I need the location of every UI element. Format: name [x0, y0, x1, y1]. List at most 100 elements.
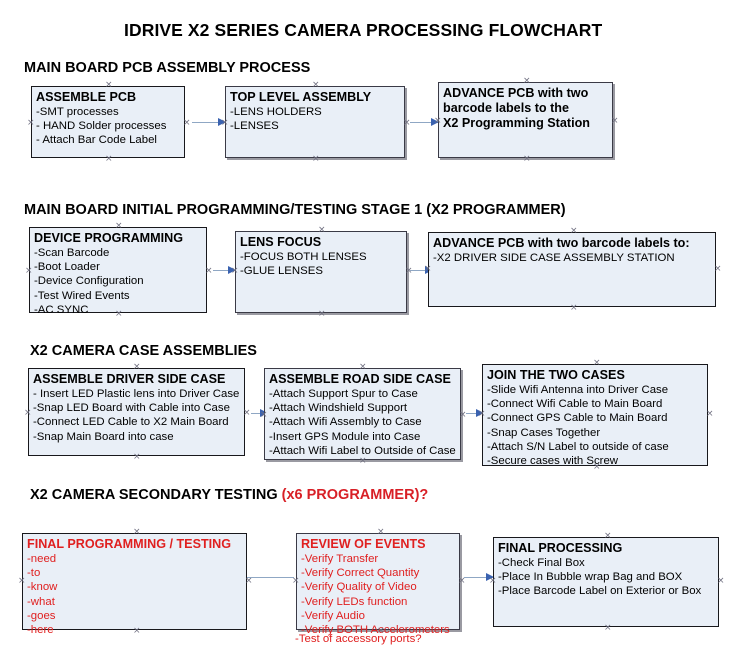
connector-handle-top[interactable]	[523, 78, 530, 85]
box-title: DEVICE PROGRAMMING	[34, 231, 184, 245]
box-line: -Device Configuration	[34, 275, 144, 288]
box-line: -what	[27, 595, 55, 608]
connector-handle-bottom[interactable]	[570, 305, 577, 312]
connector-handle-top[interactable]	[604, 533, 611, 540]
connector-handle-right[interactable]	[459, 412, 466, 419]
connector-handle-bottom[interactable]	[318, 311, 325, 318]
connector-handle-bottom[interactable]	[133, 628, 140, 635]
arrow-shaft	[251, 413, 267, 415]
box-title: ADVANCE PCB with two barcode labels to:	[433, 236, 690, 250]
box-assemble-driver-side-case[interactable]: ASSEMBLE DRIVER SIDE CASE - Insert LED P…	[28, 368, 245, 456]
box-line: -Snap LED Board with Cable into Case	[33, 402, 230, 415]
box-line: -to	[27, 567, 41, 580]
box-title: REVIEW OF EVENTS	[301, 537, 426, 551]
connector-handle-left[interactable]	[292, 578, 299, 585]
box-title: FINAL PROGRAMMING / TESTING	[27, 537, 232, 551]
box-final-processing[interactable]: FINAL PROCESSING -Check Final Box -Place…	[493, 537, 719, 627]
connector-handle-left[interactable]	[25, 268, 32, 275]
box-line: -Slide Wifi Antenna into Driver Case	[487, 384, 669, 396]
box-title: ADVANCE PCB with two	[443, 86, 589, 100]
connector-handle-top[interactable]	[593, 360, 600, 367]
box-title: FINAL PROCESSING	[498, 541, 623, 555]
connector-handle-left[interactable]	[489, 578, 496, 585]
arrow-shaft	[464, 577, 493, 579]
connector-handle-left[interactable]	[260, 412, 267, 419]
connector-handle-right[interactable]	[243, 410, 250, 417]
connector-handle-top[interactable]	[105, 82, 112, 89]
connector-handle-left[interactable]	[478, 411, 485, 418]
box-line: -Boot Loader	[34, 261, 100, 274]
box-line: -Connect LED Cable to X2 Main Board	[33, 416, 229, 429]
box-line: -Test Wired Events	[34, 289, 130, 302]
connector-handle-bottom[interactable]	[105, 156, 112, 163]
box-line: -Place Barcode Label on Exterior or Box	[498, 585, 702, 598]
connector-handle-right[interactable]	[717, 578, 724, 585]
box-title-line-3: X2 Programming Station	[443, 116, 590, 130]
box-line: -FOCUS BOTH LENSES	[240, 251, 367, 263]
box-line: -Connect GPS Cable to Main Board	[487, 412, 668, 425]
connector-handle-left[interactable]	[221, 120, 228, 127]
connector-handle-bottom[interactable]	[593, 464, 600, 471]
box-final-programming-testing[interactable]: FINAL PROGRAMMING / TESTING -need -to -k…	[22, 533, 247, 636]
box-title: ASSEMBLE ROAD SIDE CASE	[269, 372, 451, 386]
box-title: JOIN THE TWO CASES	[487, 368, 625, 382]
box-line: -Verify BOTH Accelerometers	[301, 624, 450, 637]
connector-handle-left[interactable]	[27, 120, 34, 127]
box-advance-pcb-x2-programming-station[interactable]: ADVANCE PCB with two barcode labels to t…	[438, 82, 613, 158]
connector-handle-right[interactable]	[714, 266, 721, 273]
connector-handle-top[interactable]	[377, 529, 384, 536]
box-line: -Connect Wifi Cable to Main Board	[487, 398, 663, 411]
box-line: -know	[27, 581, 58, 594]
box-title: ASSEMBLE DRIVER SIDE CASE	[33, 372, 226, 386]
box-line: -Place In Bubble wrap Bag and BOX	[498, 571, 683, 584]
connector-handle-left[interactable]	[434, 118, 441, 125]
box-advance-pcb-driver-side-case[interactable]: ADVANCE PCB with two barcode labels to: …	[428, 232, 716, 307]
connector-handle-bottom[interactable]	[377, 628, 384, 635]
box-join-the-two-cases[interactable]: JOIN THE TWO CASES -Slide Wifi Antenna i…	[482, 364, 708, 468]
connector-handle-top[interactable]	[312, 82, 319, 89]
box-device-programming[interactable]: DEVICE PROGRAMMING -Scan Barcode -Boot L…	[29, 227, 207, 316]
connector-handle-top[interactable]	[318, 227, 325, 234]
arrow-shaft	[192, 122, 225, 124]
connector-handle-right[interactable]	[611, 118, 618, 125]
box-assemble-road-side-case[interactable]: ASSEMBLE ROAD SIDE CASE -Attach Support …	[264, 368, 461, 460]
connector-handle-bottom[interactable]	[312, 156, 319, 163]
connector-handle-right[interactable]	[403, 120, 410, 127]
connector-handle-bottom[interactable]	[115, 311, 122, 318]
connector-handle-bottom[interactable]	[133, 454, 140, 461]
box-line: -here	[27, 624, 54, 637]
connector-handle-left[interactable]	[18, 578, 25, 585]
box-lens-focus[interactable]: LENS FOCUS -FOCUS BOTH LENSES -GLUE LENS…	[235, 231, 407, 313]
box-review-of-events[interactable]: REVIEW OF EVENTS -Verify Transfer -Verif…	[295, 533, 460, 645]
box-line: - Attach Bar Code Label	[36, 134, 157, 147]
box-top-level-assembly[interactable]: TOP LEVEL ASSEMBLY -LENS HOLDERS -LENSES	[225, 86, 405, 158]
box-line: -Secure cases with Screw	[487, 455, 619, 468]
box-line: - HAND Solder processes	[36, 120, 167, 133]
connector-handle-bottom[interactable]	[523, 156, 530, 163]
box-line: -Verify Transfer	[301, 553, 379, 565]
box-line: -SMT processes	[36, 106, 119, 118]
arrow-shaft	[466, 413, 483, 415]
connector-handle-bottom[interactable]	[359, 458, 366, 465]
box-assemble-pcb[interactable]: ASSEMBLE PCB -SMT processes - HAND Solde…	[31, 86, 185, 158]
connector-handle-left[interactable]	[231, 268, 238, 275]
box-line: -Verify Correct Quantity	[301, 567, 420, 580]
box-line: -LENSES	[230, 120, 279, 133]
connector-handle-top[interactable]	[115, 223, 122, 230]
connector-handle-bottom[interactable]	[604, 625, 611, 632]
page-title: IDRIVE X2 SERIES CAMERA PROCESSING FLOWC…	[124, 20, 603, 40]
connector-handle-right[interactable]	[183, 120, 190, 127]
connector-handle-top[interactable]	[133, 364, 140, 371]
box-line: -Attach Wifi Label to Outside of Case	[269, 444, 456, 457]
box-line: - Insert LED Plastic lens into Driver Ca…	[33, 388, 240, 400]
connector-handle-right[interactable]	[706, 411, 713, 418]
connector-handle-top[interactable]	[133, 529, 140, 536]
box-line: -Attach S/N Label to outside of case	[487, 440, 669, 453]
connector-handle-left[interactable]	[24, 410, 31, 417]
box-title: ASSEMBLE PCB	[36, 90, 137, 104]
connector-handle-left[interactable]	[424, 266, 431, 273]
connector-handle-top[interactable]	[570, 228, 577, 235]
connector-handle-top[interactable]	[359, 364, 366, 371]
connector-handle-right[interactable]	[205, 268, 212, 275]
